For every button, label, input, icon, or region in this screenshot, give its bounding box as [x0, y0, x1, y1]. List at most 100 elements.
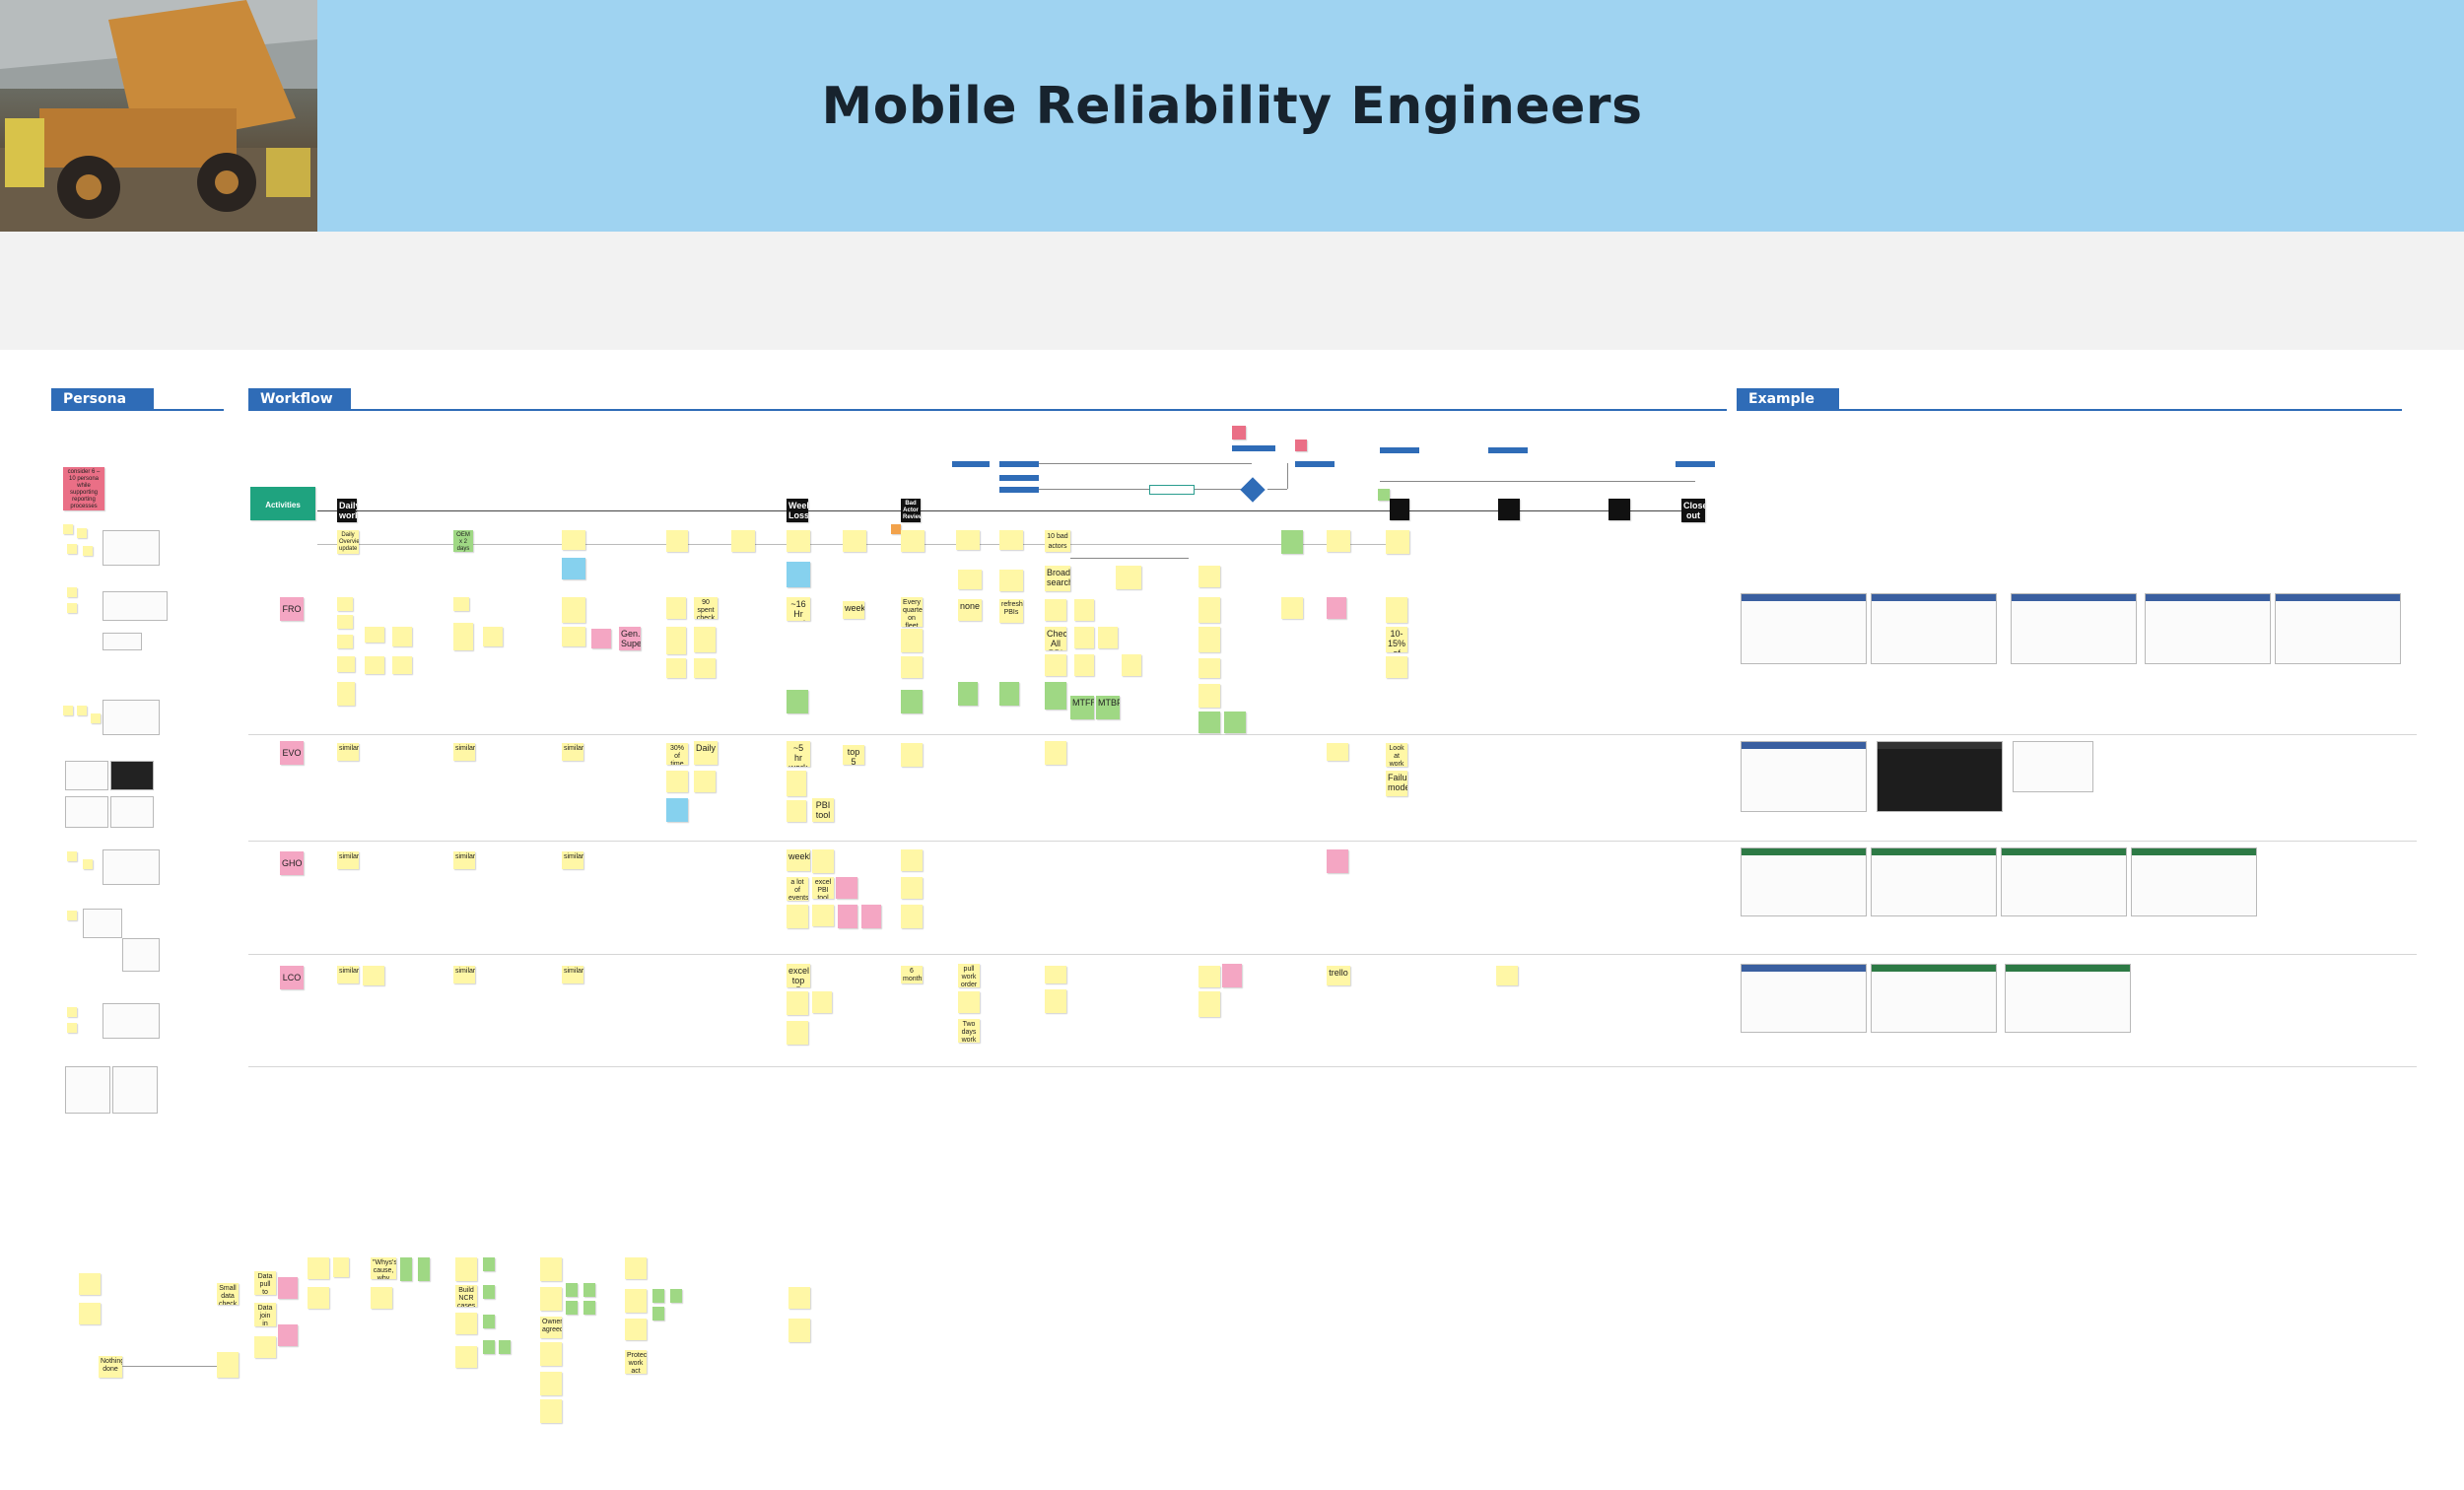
sticky-build-ncr-cases[interactable]: Build NCR cases	[455, 1285, 477, 1307]
sticky-note[interactable]	[788, 1287, 810, 1309]
sticky-similar[interactable]: similar	[562, 743, 583, 761]
sticky-note[interactable]	[812, 849, 834, 873]
sticky-note[interactable]	[812, 905, 834, 926]
sticky-note-green[interactable]	[1198, 711, 1220, 733]
sticky-note-blue[interactable]	[787, 562, 810, 587]
sticky-note[interactable]	[392, 627, 412, 646]
sticky-note[interactable]	[625, 1289, 647, 1313]
sticky-note-green[interactable]	[483, 1315, 495, 1328]
sticky-similar[interactable]: similar	[562, 851, 583, 869]
example-screenshot[interactable]	[2001, 847, 2127, 916]
sticky-note[interactable]	[1281, 597, 1303, 619]
sticky-note[interactable]	[1386, 597, 1407, 623]
example-screenshot[interactable]	[1741, 847, 1867, 916]
sticky-note-green[interactable]	[652, 1307, 664, 1321]
example-screenshot[interactable]	[2013, 741, 2093, 792]
activity-box[interactable]	[1390, 499, 1409, 520]
example-screenshot[interactable]	[2131, 847, 2257, 916]
sticky-note[interactable]	[540, 1342, 562, 1366]
sticky-note-blue[interactable]	[666, 798, 688, 822]
example-screenshot[interactable]	[1741, 741, 1867, 812]
sticky-pull-work-order[interactable]: pull work order	[958, 964, 980, 987]
sticky-note-pink[interactable]	[861, 905, 881, 928]
sticky-note-green[interactable]	[652, 1289, 664, 1303]
sticky-green[interactable]	[1378, 489, 1390, 501]
sticky-90-spent-check[interactable]: 90 spent check	[694, 597, 718, 619]
sticky-note-green[interactable]	[483, 1257, 495, 1271]
sticky-6-months[interactable]: 6 months	[901, 966, 923, 983]
sticky-note-green[interactable]	[787, 690, 808, 713]
sticky-refresh-pbis[interactable]: refresh PBIs	[999, 599, 1023, 623]
sticky-note[interactable]	[1327, 530, 1350, 552]
sticky-note[interactable]	[1386, 530, 1409, 554]
example-screenshot[interactable]	[1871, 593, 1997, 664]
sticky-note-green[interactable]	[1224, 711, 1246, 733]
sticky-note[interactable]	[999, 570, 1023, 591]
sticky-daily[interactable]: Daily	[694, 741, 718, 765]
sticky-note[interactable]	[455, 1346, 477, 1368]
sticky-whys-root[interactable]: "Whys's, cause, why root"	[371, 1257, 396, 1279]
activity-box[interactable]	[1498, 499, 1520, 520]
sticky-note[interactable]	[79, 1303, 101, 1324]
sticky-similar[interactable]: similar	[453, 851, 475, 869]
persona-card[interactable]	[63, 1060, 162, 1119]
sticky-excel-top5[interactable]: excel top 5	[787, 964, 810, 987]
sticky-note[interactable]	[308, 1257, 329, 1279]
sticky-note-green[interactable]	[958, 682, 978, 706]
sticky-note-pink[interactable]	[1327, 849, 1348, 873]
sticky-nothing-done[interactable]: Nothing done	[99, 1356, 122, 1378]
sticky-note[interactable]	[901, 656, 923, 678]
persona-card[interactable]	[63, 999, 162, 1045]
sticky-note[interactable]	[1198, 991, 1220, 1017]
sticky-a-lot-of-events[interactable]: a lot of events	[787, 877, 808, 901]
sticky-note[interactable]	[455, 1257, 477, 1281]
sticky-note-pink[interactable]	[836, 877, 857, 899]
sticky-note[interactable]	[625, 1257, 647, 1279]
sticky-note[interactable]	[1496, 966, 1518, 985]
sticky-note[interactable]	[1198, 627, 1220, 652]
sticky-note[interactable]	[562, 530, 585, 550]
sticky-note[interactable]	[1098, 627, 1118, 648]
sticky-top5[interactable]: top 5	[843, 745, 864, 765]
sticky-note[interactable]	[540, 1287, 562, 1311]
sticky-note[interactable]	[812, 991, 832, 1013]
sticky-note[interactable]	[540, 1257, 562, 1281]
activity-daily-work[interactable]: Daily work	[337, 499, 357, 522]
sticky-note-green[interactable]	[999, 682, 1019, 706]
sticky-note-green[interactable]	[400, 1257, 412, 1281]
example-screenshot[interactable]	[1741, 593, 1867, 664]
sticky-similar[interactable]: similar	[453, 966, 475, 983]
sticky-note-pink[interactable]	[1327, 597, 1346, 619]
sticky-protect-work[interactable]: Protect work act only	[625, 1350, 647, 1374]
sticky-note-green[interactable]	[566, 1283, 578, 1297]
sticky-16hr-work[interactable]: ~16 Hr work	[787, 597, 810, 621]
sticky-note[interactable]	[562, 627, 585, 646]
example-screenshot[interactable]	[2275, 593, 2401, 664]
sticky-note[interactable]	[337, 597, 353, 611]
sticky-note[interactable]	[1198, 566, 1220, 587]
sticky-note[interactable]	[392, 656, 412, 674]
sticky-note[interactable]	[365, 656, 384, 674]
sticky-two-days-work[interactable]: Two days work	[958, 1019, 980, 1043]
sticky-mtfr[interactable]: MTFR	[1070, 696, 1094, 719]
sticky-note-green[interactable]	[670, 1289, 682, 1303]
sticky-note[interactable]	[787, 1021, 808, 1045]
sticky-note[interactable]	[483, 627, 503, 646]
sticky-note[interactable]	[901, 905, 923, 928]
sticky-note-green[interactable]	[483, 1340, 495, 1354]
sticky-note[interactable]	[333, 1257, 349, 1277]
sticky-note[interactable]	[453, 623, 473, 650]
sticky-note[interactable]	[787, 905, 808, 928]
sticky-mtbf[interactable]: MTBF	[1096, 696, 1120, 719]
sticky-note[interactable]	[1045, 989, 1066, 1013]
sticky-note[interactable]	[1045, 654, 1066, 676]
sticky-note[interactable]	[958, 991, 980, 1013]
sticky-similar[interactable]: similar	[337, 743, 359, 761]
sticky-orange[interactable]	[891, 524, 901, 534]
sticky-note-green[interactable]	[901, 690, 923, 713]
sticky-10-15-time[interactable]: 10-15% of time	[1386, 627, 1407, 652]
sticky-note[interactable]	[79, 1273, 101, 1295]
persona-card[interactable]	[63, 524, 162, 569]
sticky-note[interactable]	[956, 530, 980, 550]
sticky-note[interactable]	[787, 800, 806, 822]
